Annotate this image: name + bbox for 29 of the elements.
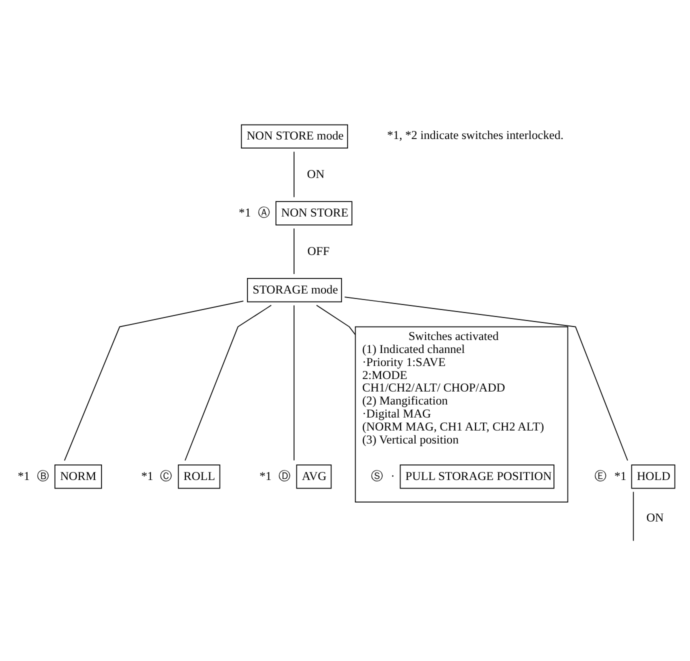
node-label: Ⓒ [160, 468, 172, 482]
node-label: *1 [614, 468, 626, 482]
edge-label: ON [307, 166, 324, 181]
node-box: STORAGE mode [247, 278, 342, 302]
node-label: Ⓐ [258, 204, 270, 219]
connector [632, 490, 634, 541]
node-box: AVG [296, 464, 332, 488]
connector [64, 300, 244, 460]
node-label: Ⓢ [370, 468, 383, 482]
label: *1, *2 indicate switches interlocked. [387, 128, 564, 142]
node-label: *1 [141, 468, 154, 482]
node-label: Ⓑ [36, 468, 49, 482]
connector [344, 296, 628, 460]
node-box: NORM [54, 464, 102, 488]
edge-label: ON [646, 510, 664, 524]
node-label: *1 [238, 204, 251, 219]
node-label: *1 [260, 468, 272, 482]
connector [184, 304, 272, 460]
edge-label: OFF [307, 243, 330, 258]
node-box: NON STORE mode [240, 124, 348, 148]
node-label: Ⓔ [594, 468, 607, 482]
node-label: · [390, 468, 395, 482]
node-label: *1 [18, 468, 30, 482]
node-box: NON STORE [276, 200, 352, 225]
node-box: ROLL [178, 464, 220, 488]
connector [316, 304, 356, 335]
node-box: PULL STORAGE POSITION [400, 464, 554, 488]
node-box: HOLD [631, 464, 676, 488]
node-label: Ⓓ [278, 468, 291, 482]
